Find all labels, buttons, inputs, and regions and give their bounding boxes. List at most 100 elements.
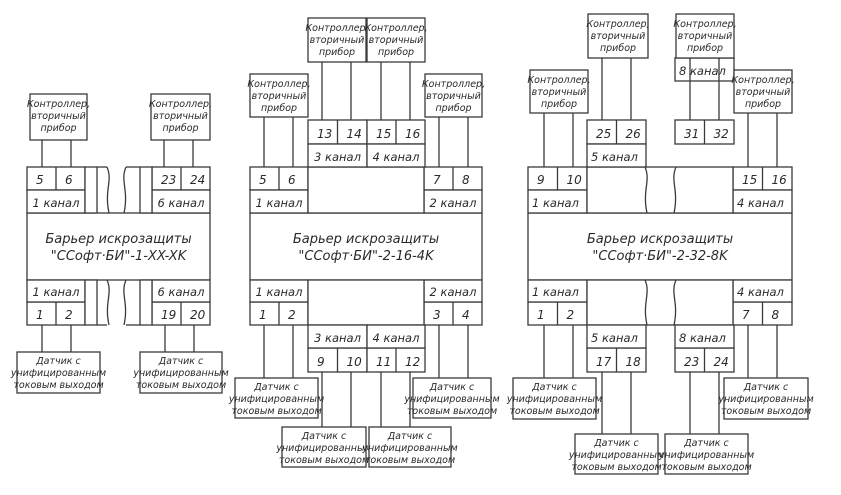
spacer [139, 279, 153, 326]
sensor-label: унифицированным [568, 450, 664, 461]
controller-box-frame [29, 93, 88, 141]
break-mark [644, 279, 648, 326]
sensor-label: унифицированным [506, 394, 602, 405]
sensor-box-frame [16, 351, 101, 394]
controller-label: прибор [319, 47, 355, 58]
terminal-number: 4 [462, 308, 470, 322]
sensor-label: токовым выходом [279, 455, 369, 466]
barrier-body [249, 212, 483, 281]
controller-box-frame [529, 69, 589, 114]
sensor-label: унифицированным [10, 368, 106, 379]
terminal-number: 19 [161, 308, 176, 322]
barrier-title: Барьер искрозащиты [587, 232, 733, 247]
terminal-number: 15 [376, 127, 391, 141]
controller-label: прибор [435, 103, 471, 114]
channel-cell [586, 143, 647, 168]
break-mark [123, 166, 127, 214]
controller-label: прибор [687, 43, 723, 54]
terminal-number: 8 [462, 173, 470, 187]
controller-label: вторичный [532, 87, 587, 98]
controller-label: Контроллер, [247, 79, 310, 90]
break-mark [106, 166, 110, 214]
channel-label: 4 канал [373, 331, 421, 345]
barrier-title: Барьер искрозащиты [293, 232, 439, 247]
sensor-label: Датчик с [743, 382, 789, 393]
channel-label: 3 канал [314, 150, 362, 164]
channel-label: 4 канал [373, 150, 421, 164]
terminal-number: 2 [567, 308, 575, 322]
channel-label: 1 канал [256, 285, 304, 299]
channel-block: 23 24 8 канал [674, 324, 735, 373]
controller-label: вторичный [310, 35, 365, 46]
barrier-title: Барьер искрозащиты [45, 232, 191, 247]
barrier-model: "ССофт·БИ"-1-XX-XK [51, 249, 188, 264]
sensor-label: токовым выходом [661, 462, 751, 473]
terminal-number: 24 [714, 355, 729, 369]
channel-label: 8 канал [679, 64, 727, 78]
channel-label: 6 канал [158, 196, 206, 210]
terminal-number: 7 [433, 173, 441, 187]
sensor-label: токовым выходом [136, 380, 226, 391]
controller-box-frame [150, 93, 211, 141]
terminal-number: 24 [190, 173, 205, 187]
sensor-box-frame [664, 433, 749, 475]
sensor-label: Датчик с [158, 356, 204, 367]
sensor-label: унифицированным [658, 450, 754, 461]
terminal-number: 23 [684, 355, 699, 369]
controller-box-frame [587, 13, 649, 59]
spacer [84, 166, 98, 214]
controller-box-frame [733, 69, 793, 114]
terminal-number: 1 [259, 308, 267, 322]
channel-label: 6 канал [158, 285, 206, 299]
terminal-number: 5 [36, 173, 44, 187]
sensor-label: унифицированным [228, 394, 324, 405]
channel-label: 4 канал [737, 285, 785, 299]
terminal-number: 1 [537, 308, 545, 322]
break-mark [123, 279, 127, 326]
controller-label: Контроллер, [364, 23, 427, 34]
channel-cell [366, 143, 426, 168]
controller-label: Контроллер, [527, 75, 590, 86]
terminal-number: 10 [567, 173, 583, 187]
sensor-box-frame [574, 433, 659, 475]
sensor-label: токовым выходом [231, 406, 321, 417]
terminal-number: 25 [596, 127, 611, 141]
terminal-number: 12 [405, 355, 420, 369]
terminal-number: 16 [405, 127, 421, 141]
sensor-label: токовым выходом [407, 406, 497, 417]
sensor-label: токовым выходом [13, 380, 103, 391]
spacer [139, 166, 153, 214]
center-space [586, 166, 734, 214]
terminal-number: 5 [259, 173, 267, 187]
channel-label: 1 канал [532, 196, 580, 210]
controller-label: прибор [541, 99, 577, 110]
terminal-number: 16 [772, 173, 788, 187]
terminal-number: 1 [36, 308, 44, 322]
channel-label: 5 канал [591, 331, 639, 345]
sensor-label: унифицированным [275, 443, 371, 454]
sensor-label: Датчик с [253, 382, 299, 393]
sensor-box-frame [234, 377, 319, 419]
channel-cell [586, 324, 647, 349]
channel-label: 8 канал [679, 331, 727, 345]
break-mark [644, 166, 648, 214]
